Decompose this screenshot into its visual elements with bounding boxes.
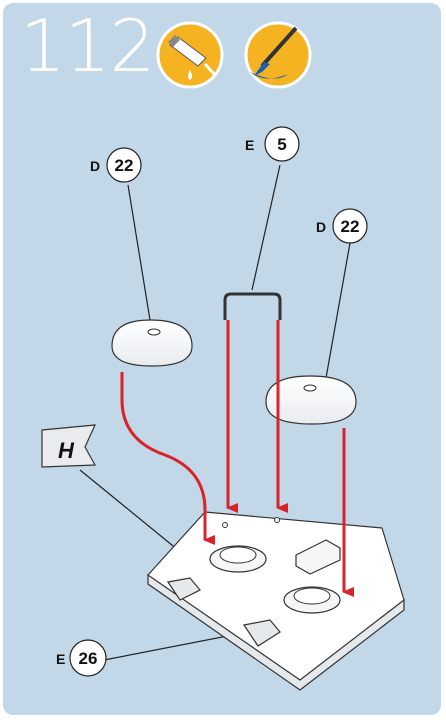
dome-part-left: [111, 319, 193, 367]
svg-text:22: 22: [115, 156, 134, 175]
svg-text:D: D: [316, 219, 326, 235]
svg-text:22: 22: [341, 217, 360, 236]
svg-text:D: D: [90, 158, 100, 174]
callout-e-top: E 5: [245, 126, 300, 162]
callout-d-right: D 22: [316, 208, 368, 244]
svg-text:5: 5: [277, 135, 286, 154]
assembly-arrows: [120, 320, 354, 597]
staple-part: [223, 292, 282, 320]
flag-label: H: [58, 438, 75, 463]
callout-d-left: D 22: [90, 147, 142, 183]
glue-bottle-icon: [156, 21, 224, 89]
paintbrush-icon: [244, 21, 312, 89]
callout-e-bottom: E 26: [56, 639, 107, 677]
location-flag: H: [41, 424, 96, 468]
base-plate: [147, 511, 405, 691]
svg-text:E: E: [245, 137, 254, 153]
dome-part-right: [265, 375, 357, 425]
step-number: 112: [20, 4, 155, 88]
svg-text:26: 26: [79, 649, 98, 668]
svg-text:E: E: [56, 651, 65, 667]
